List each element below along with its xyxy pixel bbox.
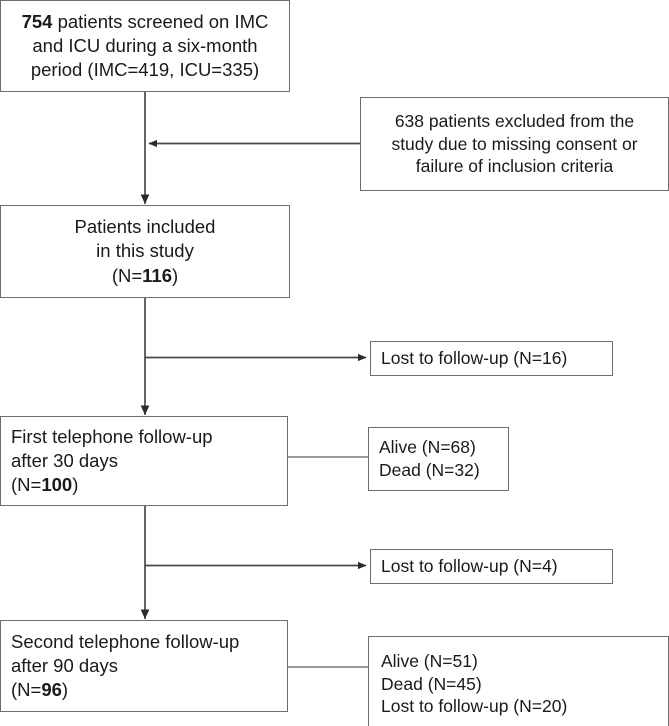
lost-to-followup-90-box: Lost to follow-up (N=4) (370, 549, 613, 584)
screened-line-2: and ICU during a six-month (32, 34, 258, 56)
screened-box: 754 patients screened on IMC and ICU dur… (0, 0, 290, 92)
first-followup-line-3: (N=100) (11, 473, 78, 497)
first-outcome-alive: Alive (N=68) (379, 437, 476, 458)
second-followup-n-post: ) (61, 679, 69, 701)
screened-line-1: 754 patients screened on IMC (22, 10, 269, 34)
second-followup-line-1: Second telephone follow-up (11, 630, 240, 652)
included-line-1: Patients included (74, 216, 216, 238)
first-followup-count: 100 (41, 474, 73, 496)
first-followup-line-1: First telephone follow-up (11, 425, 213, 447)
included-n-pre: (N= (111, 264, 143, 286)
screened-line-1-rest: patients screened on IMC (52, 10, 269, 32)
included-line-2: in this study (96, 240, 194, 262)
second-followup-line-2: after 90 days (11, 654, 118, 676)
second-telephone-followup-box: Second telephone follow-up after 90 days… (0, 620, 288, 712)
included-box: Patients included in this study (N=116) (0, 205, 290, 298)
second-followup-line-3: (N=96) (11, 678, 68, 702)
first-followup-n-pre: (N= (11, 474, 42, 496)
excluded-line-1: 638 patients excluded from the (394, 110, 635, 131)
excluded-line-2: study due to missing consent or (391, 133, 638, 154)
lost-to-followup-30-box: Lost to follow-up (N=16) (370, 341, 613, 376)
first-outcome-dead: Dead (N=32) (379, 460, 480, 480)
second-outcome-alive: Alive (N=51) (381, 650, 478, 671)
second-outcome-lost: Lost to follow-up (N=20) (381, 696, 568, 717)
first-followup-line-2: after 30 days (11, 449, 118, 471)
second-followup-n-pre: (N= (11, 679, 42, 701)
second-followup-outcomes-box: Alive (N=51) Dead (N=45) Lost to follow-… (368, 636, 669, 726)
first-telephone-followup-box: First telephone follow-up after 30 days … (0, 416, 288, 506)
second-outcome-dead: Dead (N=45) (381, 673, 482, 694)
first-followup-outcomes-box: Alive (N=68) Dead (N=32) (368, 427, 509, 491)
excluded-line-3: failure of inclusion criteria (415, 156, 614, 177)
screened-line-3: period (IMC=419, ICU=335) (30, 59, 260, 81)
excluded-box: 638 patients excluded from the study due… (360, 97, 669, 191)
included-count: 116 (142, 264, 172, 286)
screened-count: 754 (21, 10, 53, 32)
lost-to-followup-90-label: Lost to follow-up (N=4) (381, 556, 558, 577)
second-followup-count: 96 (41, 679, 62, 701)
included-n-post: ) (172, 264, 179, 286)
first-followup-n-post: ) (72, 474, 79, 496)
included-line-3: (N=116) (112, 264, 178, 288)
lost-to-followup-30-label: Lost to follow-up (N=16) (381, 348, 568, 369)
